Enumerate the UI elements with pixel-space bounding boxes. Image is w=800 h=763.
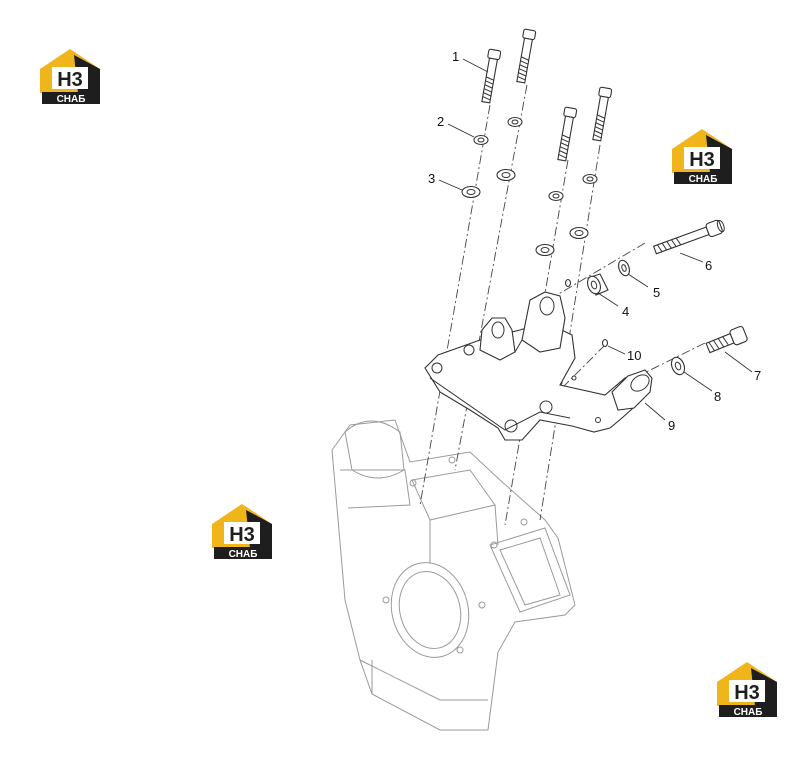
long-bolt-6 [652, 219, 725, 255]
bolt-1a [481, 48, 502, 104]
callout-labels: 1 2 3 4 5 6 7 8 9 10 [428, 49, 761, 433]
callout-4: 4 [622, 304, 629, 319]
svg-text:H3: H3 [229, 524, 255, 546]
callout-8: 8 [714, 389, 721, 404]
mounting-bracket-9 [424, 291, 653, 441]
washer-5 [618, 259, 630, 277]
svg-text:H3: H3 [57, 69, 83, 91]
svg-text:СНАБ: СНАБ [689, 174, 718, 185]
svg-text:СНАБ: СНАБ [734, 707, 763, 718]
callout-2: 2 [437, 114, 444, 129]
callout-10: 10 [627, 348, 641, 363]
svg-text:H3: H3 [689, 149, 715, 171]
lock-washers [473, 116, 598, 202]
bolt-1c [557, 106, 578, 162]
bolt-1b [516, 28, 537, 84]
bolt-1d [592, 86, 613, 142]
callout-5: 5 [653, 285, 660, 300]
svg-text:H3: H3 [734, 682, 760, 704]
callout-6: 6 [705, 258, 712, 273]
flat-washers [461, 168, 589, 257]
callout-3: 3 [428, 171, 435, 186]
callout-9: 9 [668, 418, 675, 433]
short-bolt-7 [705, 325, 748, 354]
transmission-housing [331, 419, 576, 731]
callout-7: 7 [754, 368, 761, 383]
leader-lines [438, 58, 753, 421]
washer-8 [670, 356, 686, 376]
bushing-4 [587, 273, 609, 296]
callout-1: 1 [452, 49, 459, 64]
svg-text:СНАБ: СНАБ [229, 549, 258, 560]
svg-text:СНАБ: СНАБ [57, 94, 86, 105]
dowel-pins [564, 278, 609, 348]
